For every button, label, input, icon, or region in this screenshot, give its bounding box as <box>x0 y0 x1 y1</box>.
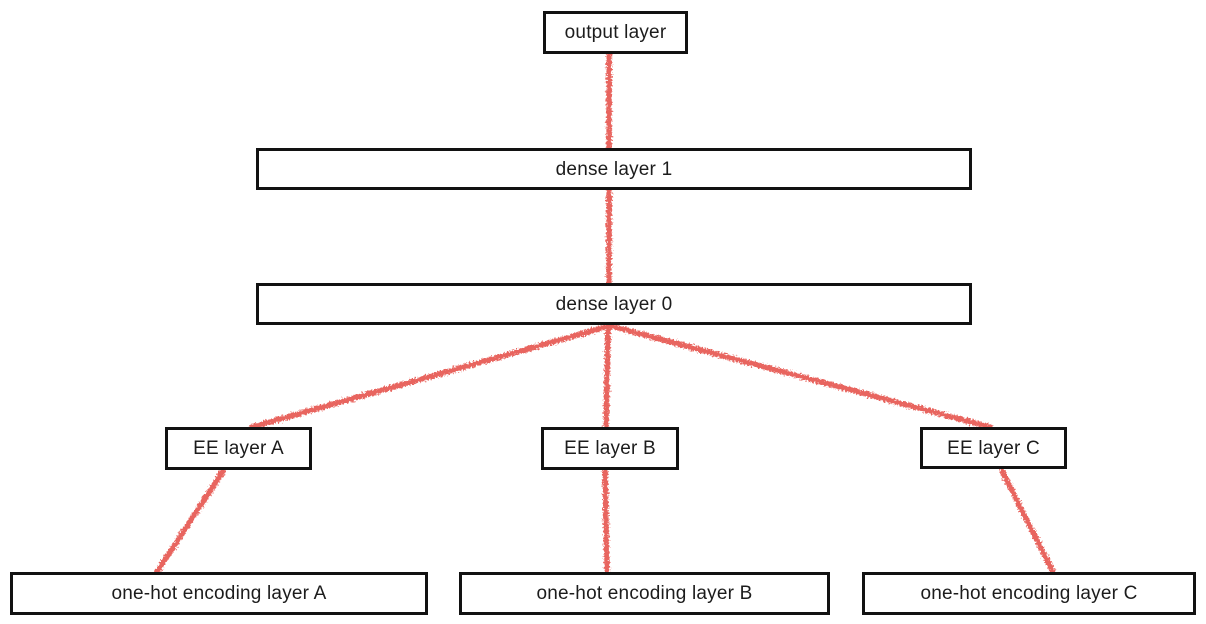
node-ee-layer-c-label: EE layer C <box>947 437 1040 459</box>
node-dense-layer-1-label: dense layer 1 <box>555 158 673 180</box>
node-onehot-layer-c: one-hot encoding layer C <box>862 572 1196 615</box>
node-dense-layer-0-label: dense layer 0 <box>555 293 673 315</box>
node-onehot-layer-b-label: one-hot encoding layer B <box>536 583 753 604</box>
edge-dense0-eeC-texture <box>611 326 990 428</box>
node-onehot-layer-b: one-hot encoding layer B <box>459 572 830 615</box>
node-onehot-layer-a: one-hot encoding layer A <box>10 572 428 615</box>
node-output-layer-label: output layer <box>564 22 667 43</box>
edge-output-dense1-texture <box>608 54 612 149</box>
node-onehot-layer-a-label: one-hot encoding layer A <box>111 583 327 604</box>
edge-dense1-dense0-texture <box>608 190 612 284</box>
node-dense-layer-0: dense layer 0 <box>256 283 972 325</box>
node-output-layer: output layer <box>543 11 688 54</box>
node-ee-layer-a: EE layer A <box>165 427 312 470</box>
node-ee-layer-b-label: EE layer B <box>564 438 656 459</box>
edge-eeC-onehotC-texture <box>1002 470 1056 573</box>
node-dense-layer-1: dense layer 1 <box>256 148 972 190</box>
node-ee-layer-a-label: EE layer A <box>193 438 284 459</box>
edge-dense0-eeA-texture <box>252 326 609 428</box>
node-ee-layer-c: EE layer C <box>920 427 1067 469</box>
edge-eeB-onehotB-texture <box>605 470 610 573</box>
node-ee-layer-b: EE layer B <box>541 427 679 470</box>
node-onehot-layer-c-label: one-hot encoding layer C <box>920 583 1138 604</box>
edge-eeA-onehotA-texture <box>157 470 226 573</box>
edge-dense0-eeB-texture <box>606 325 611 428</box>
